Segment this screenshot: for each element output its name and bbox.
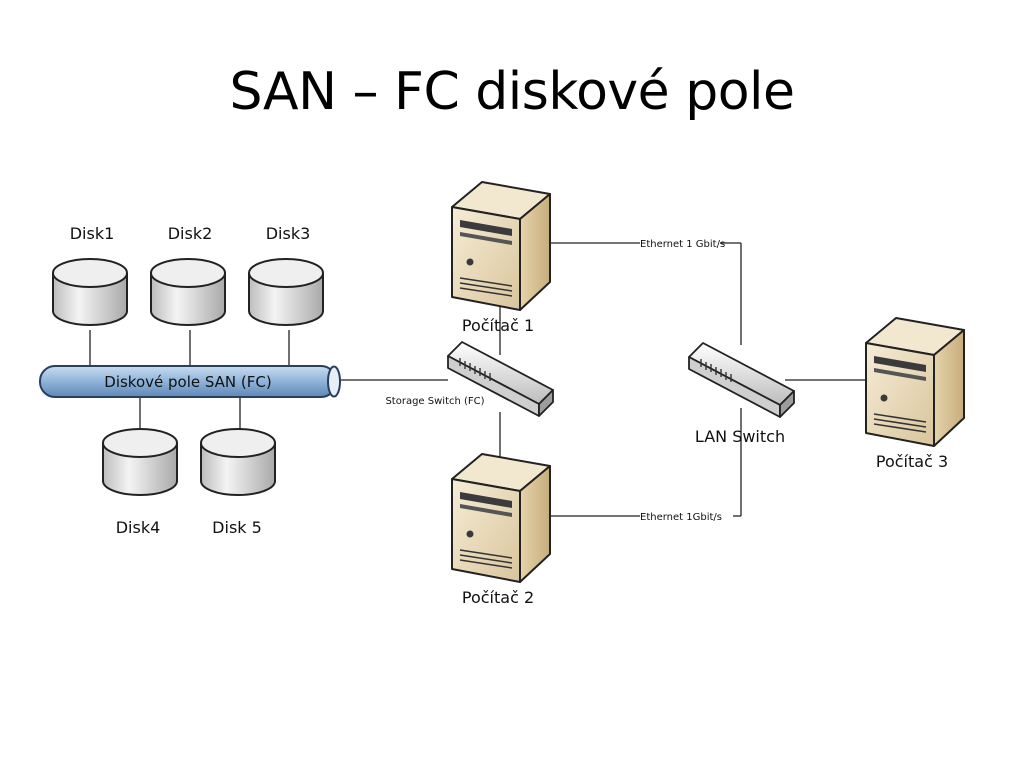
- ethernet-link-2-label: Ethernet 1Gbit/s: [640, 512, 722, 523]
- lan-switch-label: LAN Switch: [695, 427, 785, 446]
- disk-label: Disk 5: [212, 518, 262, 537]
- computer-3: Počítač 3: [865, 317, 965, 471]
- storage-switch-label: Storage Switch (FC): [385, 396, 484, 407]
- bus-label: Diskové pole SAN (FC): [104, 373, 271, 391]
- computer-label: Počítač 1: [462, 316, 534, 335]
- computer-label: Počítač 2: [462, 588, 534, 607]
- ethernet-link-1-label: Ethernet 1 Gbit/s: [640, 239, 725, 250]
- computer-label: Počítač 3: [876, 452, 948, 471]
- san-bus: Diskové pole SAN (FC): [39, 365, 341, 398]
- lan-switch: LAN Switch: [688, 342, 795, 446]
- disk-1: Disk1: [52, 224, 128, 326]
- disk-5: Disk 5: [200, 428, 276, 537]
- computer-2: Počítač 2: [451, 453, 551, 607]
- storage-switch: Storage Switch (FC): [385, 341, 554, 417]
- computer-1: Počítač 1: [451, 181, 551, 335]
- disk-2: Disk2: [150, 224, 226, 326]
- disk-label: Disk4: [116, 518, 161, 537]
- disk-3: Disk3: [248, 224, 324, 326]
- disk-4: Disk4: [102, 428, 178, 537]
- disk-label: Disk1: [70, 224, 115, 243]
- disk-label: Disk2: [168, 224, 213, 243]
- page-title: SAN – FC diskové pole: [229, 62, 795, 122]
- connection-lines: [89, 242, 868, 517]
- disk-label: Disk3: [266, 224, 311, 243]
